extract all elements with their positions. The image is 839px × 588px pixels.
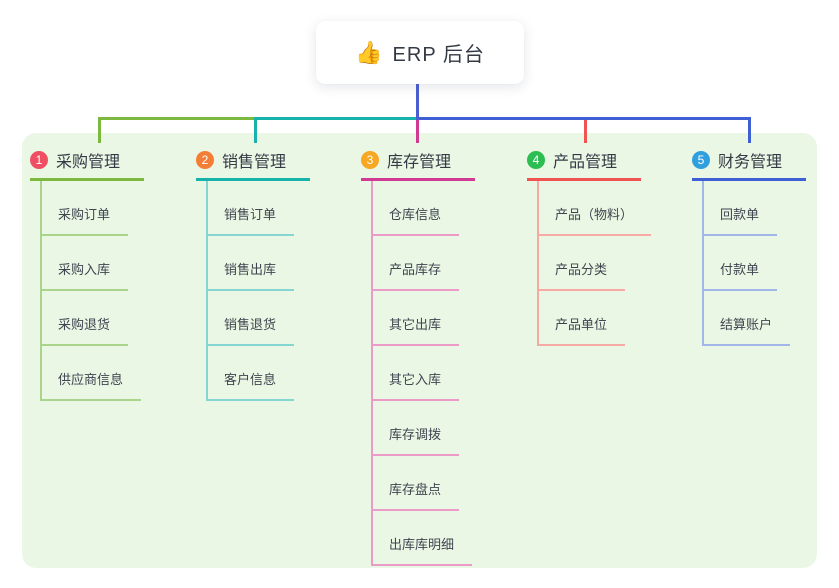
child-node-row: 付款单 [704, 236, 839, 291]
branch-column-5: 5 财务管理 回款单 付款单 结算账户 [692, 146, 839, 346]
branch-column-3: 3 库存管理 仓库信息 产品库存 其它出库 其它入库 库存调拨 库存盘点 出库库… [361, 146, 511, 566]
branch-label: 产品管理 [553, 154, 618, 171]
child-node[interactable]: 其它入库 [373, 369, 460, 401]
branch-number-badge: 3 [361, 151, 379, 169]
branch-number-badge: 1 [30, 151, 48, 169]
child-node[interactable]: 采购退货 [42, 314, 129, 346]
child-node-row: 采购入库 [42, 236, 180, 291]
child-node[interactable]: 产品分类 [539, 259, 626, 291]
child-node[interactable]: 库存盘点 [373, 479, 460, 511]
child-node-row: 其它入库 [373, 346, 511, 401]
branch-label: 采购管理 [56, 154, 121, 171]
child-node-row: 库存盘点 [373, 456, 511, 511]
root-node-label: ERP 后台 [392, 44, 485, 66]
child-node[interactable]: 产品（物料） [539, 204, 652, 236]
branch-children: 销售订单 销售出库 销售退货 客户信息 [206, 181, 346, 401]
branch-number-badge: 2 [196, 151, 214, 169]
child-node[interactable]: 产品库存 [373, 259, 460, 291]
branch-label: 销售管理 [222, 154, 287, 171]
connector-bus-branch-2 [254, 117, 419, 120]
branch-title[interactable]: 4 产品管理 [527, 146, 641, 181]
child-node-row: 采购退货 [42, 291, 180, 346]
child-node-row: 出库库明细 [373, 511, 511, 566]
child-node[interactable]: 产品单位 [539, 314, 626, 346]
child-node-row: 采购订单 [42, 181, 180, 236]
child-node-row: 供应商信息 [42, 346, 180, 401]
child-node-row: 销售出库 [208, 236, 346, 291]
connector-drop-branch-3 [416, 120, 419, 143]
child-node-row: 仓库信息 [373, 181, 511, 236]
child-node[interactable]: 客户信息 [208, 369, 295, 401]
connector-bus-branch-5 [416, 117, 751, 120]
child-node-row: 客户信息 [208, 346, 346, 401]
child-node[interactable]: 其它出库 [373, 314, 460, 346]
branch-title[interactable]: 2 销售管理 [196, 146, 310, 181]
child-node-row: 产品分类 [539, 236, 677, 291]
connector-drop-branch-5 [748, 117, 751, 143]
connector-drop-branch-2 [254, 117, 257, 143]
branch-children: 回款单 付款单 结算账户 [702, 181, 839, 346]
branch-children: 仓库信息 产品库存 其它出库 其它入库 库存调拨 库存盘点 出库库明细 [371, 181, 511, 566]
child-node-row: 结算账户 [704, 291, 839, 346]
child-node[interactable]: 仓库信息 [373, 204, 460, 236]
branch-number-badge: 5 [692, 151, 710, 169]
branch-number-badge: 4 [527, 151, 545, 169]
branch-title[interactable]: 1 采购管理 [30, 146, 144, 181]
branch-children: 产品（物料） 产品分类 产品单位 [537, 181, 677, 346]
branch-title[interactable]: 5 财务管理 [692, 146, 806, 181]
child-node[interactable]: 回款单 [704, 204, 778, 236]
child-node-row: 产品（物料） [539, 181, 677, 236]
child-node[interactable]: 销售退货 [208, 314, 295, 346]
child-node-row: 产品单位 [539, 291, 677, 346]
child-node[interactable]: 销售出库 [208, 259, 295, 291]
child-node[interactable]: 结算账户 [704, 314, 791, 346]
root-node[interactable]: 👍 ERP 后台 [316, 21, 524, 84]
child-node-row: 销售退货 [208, 291, 346, 346]
thumbs-up-icon: 👍 [355, 39, 383, 65]
child-node[interactable]: 采购订单 [42, 204, 129, 236]
branches-panel [22, 133, 817, 568]
child-node-row: 其它出库 [373, 291, 511, 346]
child-node[interactable]: 付款单 [704, 259, 778, 291]
child-node[interactable]: 销售订单 [208, 204, 295, 236]
branch-label: 库存管理 [387, 154, 452, 171]
connector-drop-branch-4 [584, 120, 587, 143]
child-node[interactable]: 供应商信息 [42, 369, 142, 401]
branch-column-1: 1 采购管理 采购订单 采购入库 采购退货 供应商信息 [30, 146, 180, 401]
connector-root [416, 84, 419, 120]
child-node-row: 库存调拨 [373, 401, 511, 456]
child-node[interactable]: 库存调拨 [373, 424, 460, 456]
branch-children: 采购订单 采购入库 采购退货 供应商信息 [40, 181, 180, 401]
child-node-row: 销售订单 [208, 181, 346, 236]
child-node-row: 回款单 [704, 181, 839, 236]
branch-label: 财务管理 [718, 154, 783, 171]
connector-bus-branch-1 [98, 117, 257, 120]
child-node-row: 产品库存 [373, 236, 511, 291]
connector-drop-branch-1 [98, 117, 101, 143]
child-node[interactable]: 出库库明细 [373, 534, 473, 566]
branch-column-4: 4 产品管理 产品（物料） 产品分类 产品单位 [527, 146, 677, 346]
branch-title[interactable]: 3 库存管理 [361, 146, 475, 181]
child-node[interactable]: 采购入库 [42, 259, 129, 291]
branch-column-2: 2 销售管理 销售订单 销售出库 销售退货 客户信息 [196, 146, 346, 401]
